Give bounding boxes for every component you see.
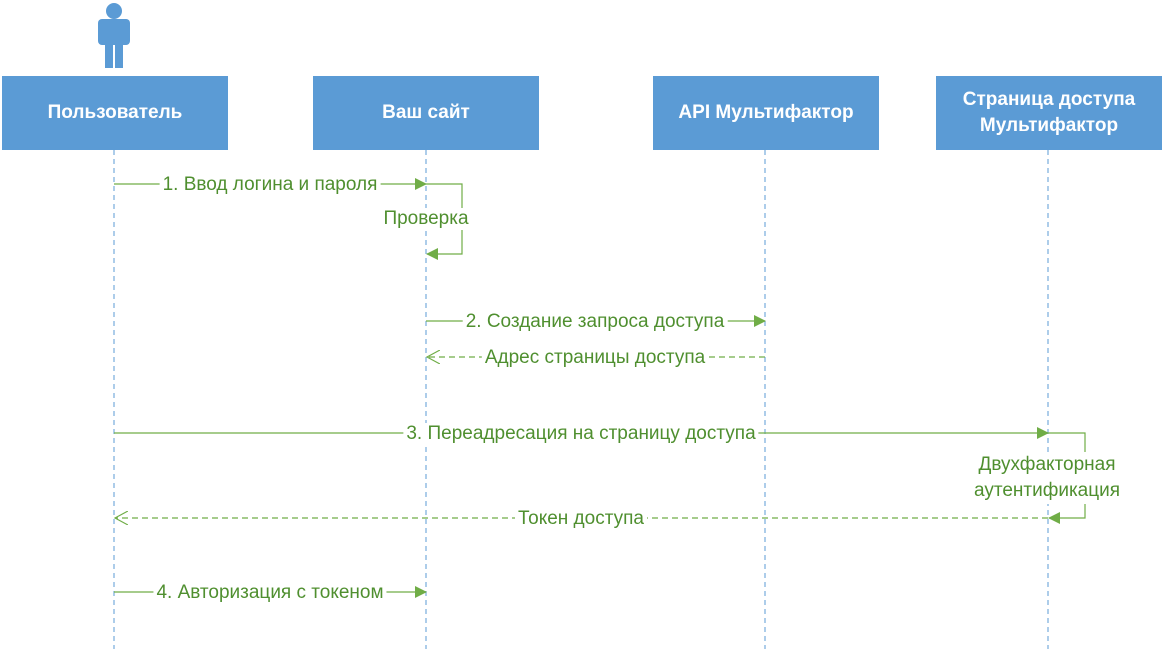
participant-user: Пользователь bbox=[2, 76, 228, 150]
participant-api: API Мультифактор bbox=[653, 76, 879, 150]
reply-token-label: Токен доступа bbox=[515, 508, 647, 530]
participant-api-label: API Мультифактор bbox=[678, 102, 854, 124]
participant-site-label: Ваш сайт bbox=[382, 102, 470, 124]
participant-access-page: Страница доступа Мультифактор bbox=[936, 76, 1162, 150]
message-1-label: 1. Ввод логина и пароля bbox=[159, 174, 381, 196]
message-3-label: 3. Переадресация на страницу доступа bbox=[403, 423, 759, 445]
self-check-label: Проверка bbox=[380, 208, 472, 230]
message-4-label: 4. Авторизация с токеном bbox=[153, 582, 387, 604]
self-2fa-label: Двухфакторная аутентификация bbox=[973, 452, 1121, 504]
participant-access-page-label: Страница доступа Мультифактор bbox=[962, 89, 1136, 136]
participant-user-label: Пользователь bbox=[47, 102, 183, 124]
message-2-label: 2. Создание запроса доступа bbox=[462, 311, 728, 333]
participant-site: Ваш сайт bbox=[313, 76, 539, 150]
reply-address-label: Адрес страницы доступа bbox=[481, 347, 709, 369]
person-icon bbox=[98, 3, 130, 68]
